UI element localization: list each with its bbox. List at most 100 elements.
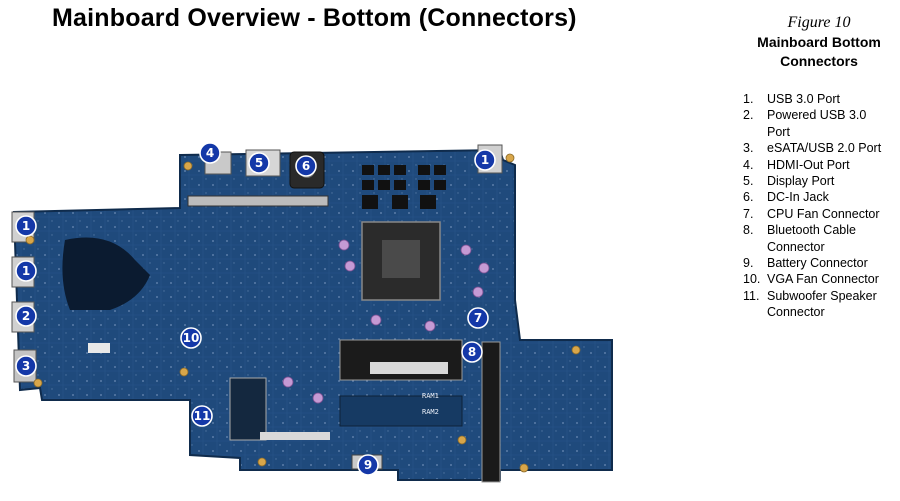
legend-number: 9. <box>743 256 754 271</box>
legend-number: 7. <box>743 206 754 221</box>
figure-title: Mainboard Bottom Connectors <box>740 33 898 71</box>
legend-item: 9. Battery Connector <box>743 255 898 271</box>
callout-circle <box>15 215 37 237</box>
callout-6: 6 <box>295 155 317 177</box>
legend-line: Port <box>767 124 790 139</box>
callout-label: 8 <box>468 345 476 359</box>
callout-circle <box>15 260 37 282</box>
callout-label: 1 <box>22 219 30 233</box>
callout-1: 1 <box>474 149 496 171</box>
page-title: Mainboard Overview - Bottom (Connectors) <box>52 4 577 32</box>
callout-label: 10 <box>183 331 200 345</box>
callout-label: 9 <box>364 458 372 472</box>
callout-circle <box>15 355 37 377</box>
legend-item: 7. CPU Fan Connector <box>743 206 898 222</box>
legend-text: CPU Fan Connector <box>767 206 898 222</box>
ram1-label: RAM1 <box>422 392 439 400</box>
callout-circle <box>180 327 202 349</box>
expansion-slot-top <box>187 195 329 207</box>
callout-circle <box>474 149 496 171</box>
ram2-label: RAM2 <box>422 408 439 416</box>
callout-label: 7 <box>474 311 482 325</box>
callout-2: 2 <box>15 305 37 327</box>
legend-number: 1. <box>743 92 754 106</box>
legend-text: Display Port <box>767 173 898 189</box>
legend-item: 10. VGA Fan Connector <box>743 271 898 287</box>
mini-pcie-slot <box>229 377 267 441</box>
callout-circle <box>248 152 270 174</box>
legend-item: 6.DC-In Jack <box>743 189 898 205</box>
figure-caption: Figure 10 Mainboard Bottom Connectors <box>740 14 898 71</box>
callout-circle <box>461 341 483 363</box>
legend-item: 4. HDMI-Out Port <box>743 157 898 173</box>
legend-line: Connector <box>767 305 825 320</box>
callout-label: 1 <box>481 153 489 167</box>
callout-5: 5 <box>248 152 270 174</box>
callout-label: 5 <box>255 156 263 170</box>
legend-text: HDMI-Out Port <box>767 157 898 173</box>
legend-line: DC-In Jack <box>767 190 829 205</box>
legend-item: 3.eSATA/USB 2.0 Port <box>743 140 898 156</box>
legend-number: 11. <box>743 288 760 303</box>
callout-9: 9 <box>357 454 379 476</box>
callout-label: 1 <box>22 264 30 278</box>
legend-line: Bluetooth Cable <box>767 223 856 238</box>
legend-line: HDMI-Out Port <box>767 157 850 172</box>
callout-11: 11 <box>191 405 213 427</box>
callout-8: 8 <box>461 341 483 363</box>
ram-slot-2 <box>339 395 463 427</box>
legend-item: 5. Display Port <box>743 173 898 189</box>
capacitors <box>282 239 490 404</box>
legend-line: USB 3.0 Port <box>767 92 840 106</box>
small-connector <box>260 432 330 440</box>
figure-title-line-2: Connectors <box>780 53 858 69</box>
callout-circle <box>15 305 37 327</box>
mosfet-array <box>362 165 446 209</box>
legend-text: eSATA/USB 2.0 Port <box>767 140 898 156</box>
legend-text: DC-In Jack <box>767 189 898 205</box>
legend-line: VGA Fan Connector <box>767 272 879 287</box>
callout-circle <box>295 155 317 177</box>
legend-line: Display Port <box>767 174 835 189</box>
figure-title-line-1: Mainboard Bottom <box>757 34 881 50</box>
callout-1: 1 <box>15 260 37 282</box>
fan-slot <box>88 343 110 353</box>
legend-number: 10. <box>743 272 761 287</box>
callout-1: 1 <box>15 215 37 237</box>
callout-label: 11 <box>194 409 211 423</box>
legend-line: eSATA/USB 2.0 Port <box>767 141 882 156</box>
callout-label: 4 <box>206 146 214 160</box>
legend-text: USB 3.0 Port <box>767 91 898 107</box>
legend-line: Powered USB 3.0 <box>767 108 867 123</box>
legend-line: Connector <box>767 239 825 254</box>
vertical-slot <box>481 341 501 483</box>
legend-number: 8. <box>743 223 754 238</box>
cpu-socket-center <box>382 240 420 278</box>
fan-cutout <box>62 237 150 310</box>
callout-circle <box>467 307 489 329</box>
callout-10: 10 <box>180 327 202 349</box>
legend-text: VGA Fan Connector <box>767 271 898 287</box>
legend-number: 5. <box>743 174 754 189</box>
legend-line: Battery Connector <box>767 256 868 271</box>
callout-7: 7 <box>467 307 489 329</box>
legend-line: CPU Fan Connector <box>767 206 880 221</box>
callout-3: 3 <box>15 355 37 377</box>
legend-number: 2. <box>743 108 754 123</box>
callout-circle <box>357 454 379 476</box>
legend-item: 1. USB 3.0 Port <box>743 91 898 107</box>
ram-label-sticker <box>370 362 448 374</box>
figure-number: Figure 10 <box>787 14 851 31</box>
legend-text: Battery Connector <box>767 255 898 271</box>
legend-number: 4. <box>743 157 754 172</box>
